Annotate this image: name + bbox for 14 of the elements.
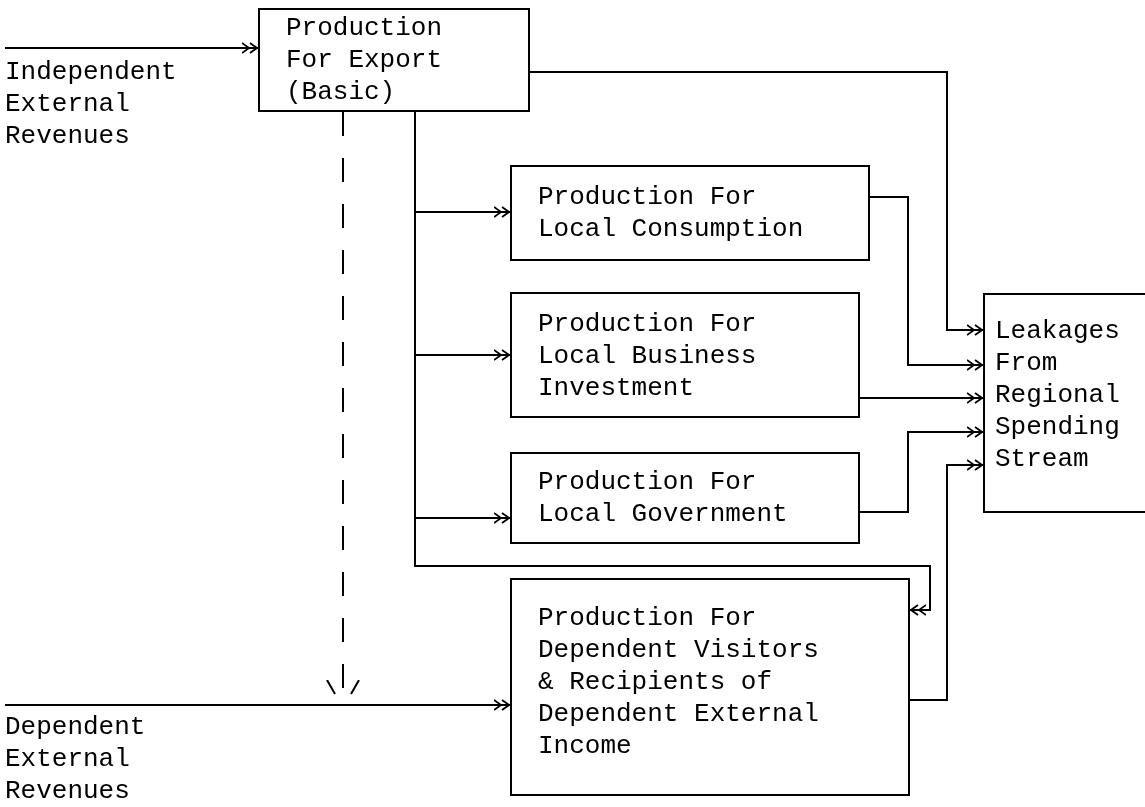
- box-text: Production For Local Consumption: [538, 181, 805, 245]
- box-text: Dependent External Revenues: [5, 711, 147, 807]
- box-text: Independent External Revenues: [5, 56, 178, 152]
- box-text: Production For Local Business Investment: [538, 308, 758, 404]
- box-text: Production For Local Government: [538, 466, 789, 530]
- box-text: Leakages From Regional Spending Stream: [995, 315, 1121, 475]
- process-box: [510, 578, 910, 796]
- box-text: Production For Export (Basic): [286, 12, 444, 108]
- process-box: [510, 292, 860, 418]
- process-box: [510, 452, 860, 544]
- process-box: [510, 165, 870, 261]
- process-box: [258, 8, 530, 112]
- process-box: [983, 293, 1145, 513]
- box-text: Production For Dependent Visitors & Recipients of Dependent External Income: [538, 602, 820, 762]
